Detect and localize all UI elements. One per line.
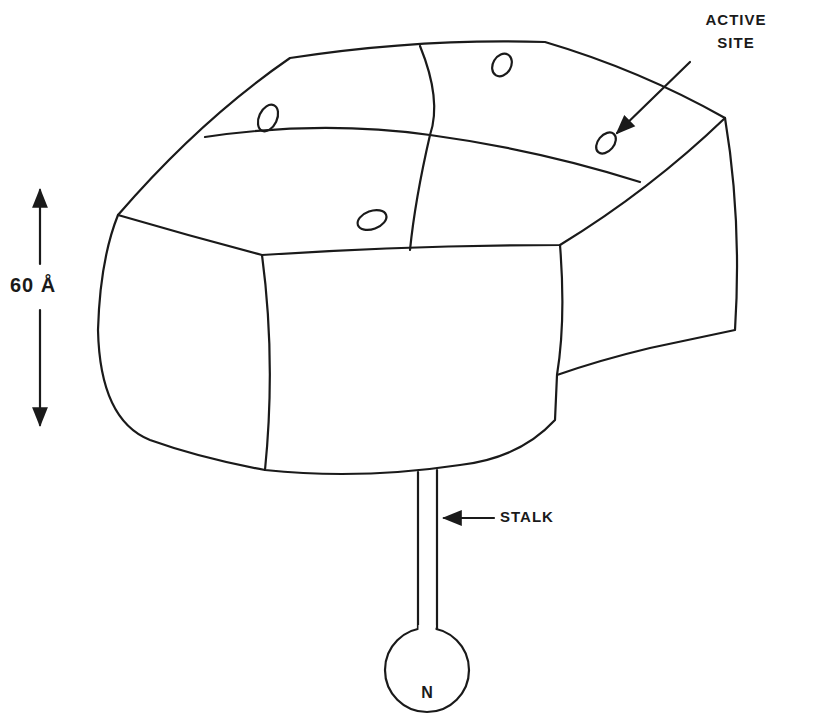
n-terminal-domain: N [382,625,472,715]
active-site [488,50,516,80]
domain-outline-svg [382,625,472,715]
active-site [254,102,282,135]
dimension-arrow [39,190,41,264]
dimension-arrow [39,310,41,425]
top-face-edge [118,118,725,255]
stalk [436,470,438,634]
stalk-junction [419,625,436,631]
tetramer-outline [98,41,737,474]
subunit-seam [262,255,270,470]
leader-arrow [617,62,690,133]
domain-label: N [382,684,472,702]
dimension-label: 60 Å [10,273,80,297]
callout-label: ACTIVE SITE [676,8,796,55]
active-site [355,206,389,233]
subunit-seam [410,46,434,250]
leader-arrow [444,517,494,519]
part-label: STALK [500,508,590,526]
active-site [592,129,620,158]
stalk [417,472,419,634]
subunit-seam [557,245,562,375]
